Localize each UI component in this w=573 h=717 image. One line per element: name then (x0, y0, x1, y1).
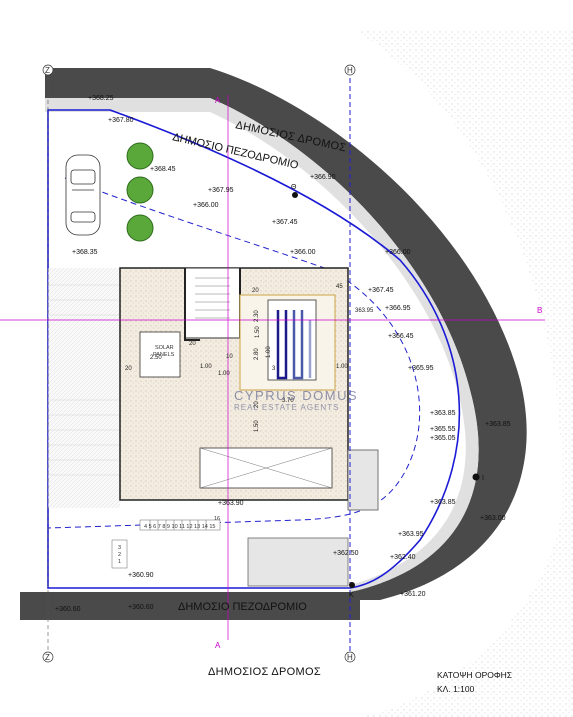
axis-h-bottom-label: H (347, 653, 353, 662)
axis-b-right-label: B (537, 306, 542, 315)
bottom-slab (247, 537, 349, 587)
marker-iota (472, 473, 480, 481)
sidewalk-strip (45, 98, 479, 592)
elevation-label: +363.00 (480, 515, 506, 522)
left-stairs (111, 539, 128, 569)
axis-z-bottom-label: Z (45, 653, 50, 662)
dimension-label: 1.00 (266, 346, 272, 358)
road-bottom (20, 592, 360, 620)
elevation-label: +368.35 (72, 249, 98, 256)
dimension-label: 20 (252, 288, 259, 294)
elevation-label: +363.90 (218, 500, 244, 507)
iota-label: I (482, 475, 484, 482)
light-well-bars (276, 310, 312, 380)
dimension-label: 1.50 (255, 326, 261, 338)
elevation-label: +366.00 (290, 249, 316, 256)
elevation-label: +363.85 (430, 410, 456, 417)
right-annex (347, 449, 379, 511)
left-area (48, 268, 120, 508)
tree-icon (126, 142, 154, 242)
drawing-title: ΚΑΤΟΨΗ ΟΡΟΦΗΣ (437, 670, 512, 680)
elevation-label: +363.85 (485, 421, 511, 428)
dimension-label: 20 (254, 401, 260, 408)
elevation-label: +366.45 (388, 333, 414, 340)
dimension-label: 1.50 (254, 420, 260, 432)
dimension-label: 1.00 (218, 371, 230, 377)
stair-number-left-1: 1 (118, 559, 121, 565)
watermark-brand: CYPRUS DOMUS (234, 388, 358, 403)
theta-label: Θ (291, 184, 297, 191)
dimension-label: 2.30 (254, 310, 260, 322)
elevation-labels: +368.25 +367.80 +368.45 +367.95 +366.00 … (55, 95, 511, 613)
elevation-label: +362.40 (390, 554, 416, 561)
road-label-bottom: ΔΗΜΟΣΙΟΣ ΔΡΟΜΟΣ (208, 666, 321, 678)
dimension-labels: 20 2.30 20 1.00 2.80 1.00 1.50 20 20 45 … (125, 284, 348, 432)
dimension-label: 20 (189, 341, 196, 347)
bottom-stairs (139, 519, 221, 531)
elevation-label: +365.95 (408, 365, 434, 372)
elevation-label: +367.45 (368, 287, 394, 294)
axis-z-top-bubble (42, 64, 54, 76)
elevation-label: +367.80 (108, 117, 134, 124)
stair-core (184, 267, 241, 339)
kappa-label: K (349, 592, 354, 599)
pedestrian-label-bottom: ΔΗΜΟΣΙΟ ΠΕΖΟΔΡΟΜΙΟ (178, 601, 307, 613)
axis-a-top-label: A (215, 96, 221, 105)
light-well (267, 299, 317, 381)
elevation-label: 363.95 (355, 308, 374, 314)
dimension-label: 3 (272, 366, 276, 372)
road-curved (45, 68, 527, 600)
stair-number-16: 16 (214, 516, 220, 522)
elevation-label: +366.00 (385, 249, 411, 256)
axis-h-bottom-bubble (344, 651, 356, 663)
dimension-label: 45 (336, 284, 343, 290)
elevation-label: +363.95 (398, 531, 424, 538)
elevation-label: +368.45 (150, 166, 176, 173)
stair-number-left-2: 2 (118, 552, 121, 558)
axis-z-bottom-bubble (42, 651, 54, 663)
stair-number-left-3: 3 (118, 545, 121, 551)
dimension-label: 1.00 (200, 364, 212, 370)
marker-theta (292, 192, 298, 198)
axis-z-top-label: Z (45, 66, 50, 75)
drawing-scale: ΚΛ. 1:100 (437, 684, 475, 694)
elevation-label: +367.45 (272, 219, 298, 226)
elevation-label: +365.05 (430, 435, 456, 442)
solar-label-line2: PANELS (153, 352, 175, 358)
elevation-label: +366.95 (385, 305, 411, 312)
dimension-label: 2.50 (150, 355, 162, 361)
elevation-label: +363.85 (430, 499, 456, 506)
dimension-label: 20 (125, 366, 132, 372)
elevation-label: +360.60 (55, 606, 81, 613)
elevation-label: +366.00 (193, 202, 219, 209)
elevation-label: +365.55 (430, 426, 456, 433)
elevation-label: +368.25 (88, 95, 114, 102)
axis-a-bottom-label: A (215, 641, 221, 650)
axis-h-top-bubble (344, 64, 356, 76)
elevation-label: +360.90 (128, 572, 154, 579)
stair-treads (195, 277, 230, 319)
elevation-label: +360.60 (128, 604, 154, 611)
stair-number-row: 4 5 6 7 8 9 10 11 12 13 14 15 (144, 524, 215, 530)
solar-panels-area (139, 331, 181, 378)
elevation-label: +362.50 (333, 550, 359, 557)
solar-label-line1: SOLAR (155, 345, 174, 351)
watermark-tagline: REAL ESTATE AGENTS (234, 403, 339, 412)
elevation-label: +361.20 (400, 591, 426, 598)
dimension-label: 1.00 (336, 364, 348, 370)
marker-kappa (349, 582, 355, 588)
elevation-label: +367.95 (208, 187, 234, 194)
car-icon (65, 154, 101, 236)
dimension-label: 10 (226, 354, 233, 360)
terrace-cross (199, 447, 333, 489)
dimension-label: 2.80 (254, 348, 260, 360)
site-boundary (47, 109, 461, 589)
dimension-label: 3.70 (282, 398, 294, 404)
outer-dotted-area (355, 30, 573, 717)
axis-h-top-label: H (347, 66, 353, 75)
elevation-label: +366.90 (310, 174, 336, 181)
